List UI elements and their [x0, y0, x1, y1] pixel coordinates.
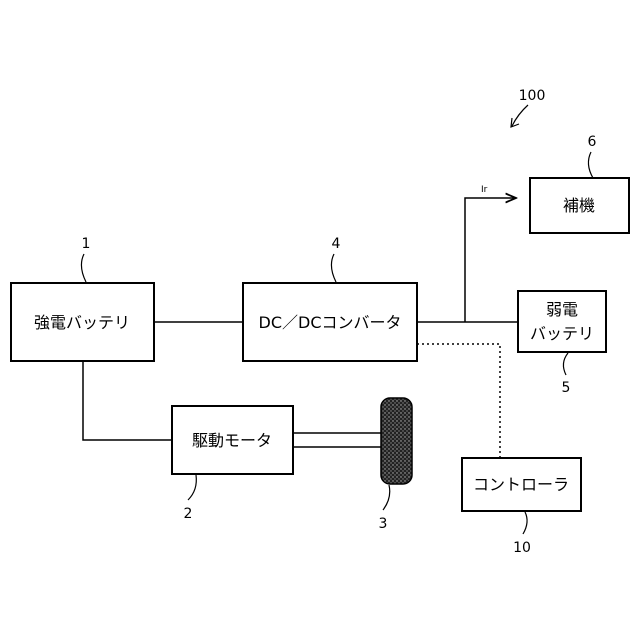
drive-motor-block: 駆動モータ	[172, 406, 293, 474]
leader-4	[331, 254, 336, 282]
leader-2	[188, 475, 196, 500]
current-label: Ir	[481, 185, 488, 195]
dc-dc-converter-label: DC／DCコンバータ	[259, 313, 402, 332]
ref-numeral-1: 1	[82, 236, 91, 252]
ref-numeral-3: 3	[379, 516, 388, 532]
leader-1	[81, 254, 86, 282]
controller-block: コントローラ	[462, 458, 581, 511]
low-voltage-battery-label-line2: バッテリ	[530, 324, 594, 343]
wire-converter-to-auxiliary	[465, 198, 516, 322]
wheel-icon	[381, 398, 412, 484]
ref-numeral-6: 6	[588, 134, 597, 150]
leader-100-arrow-icon	[512, 105, 528, 126]
high-voltage-battery-label: 強電バッテリ	[34, 313, 130, 332]
leader-6	[588, 152, 593, 178]
low-voltage-battery-label-line1: 弱電	[546, 300, 578, 319]
leader-5	[563, 353, 568, 375]
wheel-block	[381, 398, 412, 484]
leader-10	[523, 512, 527, 534]
high-voltage-battery-block: 強電バッテリ	[11, 283, 154, 361]
signal-line-controller	[417, 344, 500, 458]
controller-label: コントローラ	[473, 475, 569, 494]
ref-numeral-5: 5	[562, 380, 571, 396]
auxiliary-block: 補機	[530, 178, 629, 233]
drive-motor-label: 駆動モータ	[192, 431, 272, 450]
dc-dc-converter-block: DC／DCコンバータ	[243, 283, 417, 361]
ref-numeral-100: 100	[519, 88, 546, 104]
leader-3	[383, 485, 390, 510]
ref-numeral-4: 4	[332, 236, 341, 252]
wire-battery-to-motor	[83, 361, 172, 440]
auxiliary-label: 補機	[563, 196, 595, 215]
ref-numeral-2: 2	[184, 506, 193, 522]
low-voltage-battery-block: 弱電 バッテリ	[518, 291, 606, 352]
ref-numeral-10: 10	[513, 540, 531, 556]
